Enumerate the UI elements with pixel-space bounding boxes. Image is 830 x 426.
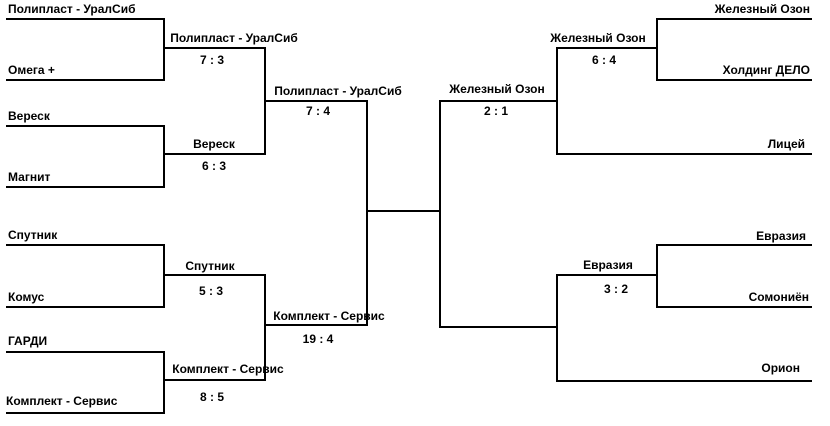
team-label: Лицей	[768, 137, 805, 151]
match-score: 6 : 3	[202, 159, 226, 173]
match-score: 6 : 4	[592, 53, 616, 67]
winner-label: Полипласт - УралСиб	[170, 31, 298, 45]
winner-label: Комплект - Сервис	[172, 362, 284, 376]
bracket-line-l2	[6, 125, 165, 188]
team-label: Холдинг ДЕЛО	[723, 63, 810, 77]
match-score: 7 : 3	[200, 53, 224, 67]
winner-label: Железный Озон	[549, 31, 645, 45]
match-score: 7 : 4	[306, 104, 330, 118]
winner-label: Комплект - Сервис	[273, 309, 385, 323]
match-score: 3 : 2	[604, 282, 628, 296]
match-score: 8 : 5	[200, 390, 224, 404]
match-score: 19 : 4	[303, 332, 334, 346]
team-label: ГАРДИ	[8, 334, 47, 348]
winner-label: Спутник	[185, 259, 235, 273]
team-label: Железный Озон	[714, 2, 810, 16]
team-label: Комплект - Сервис	[6, 394, 118, 408]
bracket-line-l6	[164, 274, 266, 381]
right-bracket-lines	[439, 18, 812, 382]
bracket-line-r1	[656, 18, 812, 81]
team-label: Вереск	[8, 109, 51, 123]
winner-label: Железный Озон	[448, 82, 544, 96]
team-label: Спутник	[8, 228, 58, 242]
team-label: Омега +	[8, 63, 55, 77]
match-score: 2 : 1	[484, 104, 508, 118]
team-label: Сомониён	[749, 290, 809, 304]
team-label: Магнит	[8, 170, 50, 184]
match-score: 5 : 3	[199, 284, 223, 298]
bracket-line-l4	[6, 351, 165, 414]
bracket-line-l7	[265, 100, 368, 326]
left-bracket-lines	[6, 18, 440, 414]
winner-label: Евразия	[583, 258, 633, 272]
winner-label: Вереск	[193, 137, 236, 151]
team-label: Евразия	[756, 229, 806, 243]
bracket-line-l1	[6, 18, 165, 81]
team-label: Орион	[761, 361, 800, 375]
team-label: Полипласт - УралСиб	[8, 2, 136, 16]
team-label: Комус	[8, 290, 45, 304]
bracket-line-r5	[439, 100, 557, 328]
winner-label: Полипласт - УралСиб	[274, 84, 402, 98]
